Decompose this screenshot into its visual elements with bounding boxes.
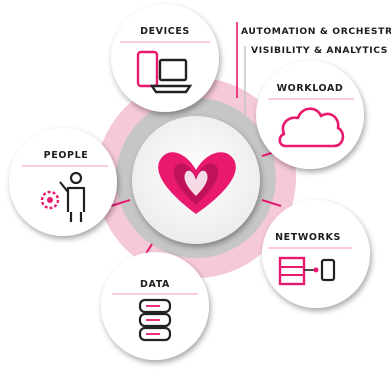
network-icon [278,256,336,286]
devices-icon [136,50,193,94]
node-devices: DEVICES [111,4,219,112]
workload-label: WORKLOAD [277,83,344,94]
visibility-label: VISIBILITY & ANALYTICS [251,45,388,56]
node-networks: NETWORKS [262,200,370,308]
devices-label: DEVICES [140,26,190,37]
person-gear-icon [40,171,86,222]
database-icon [138,298,172,342]
automation-label: AUTOMATION & ORCHESTRATION [241,26,391,37]
networks-label: NETWORKS [275,232,341,243]
data-label: DATA [140,279,170,290]
node-people: PEOPLE [9,128,117,236]
node-data: DATA [101,252,209,360]
people-label: PEOPLE [44,150,89,161]
cloud-icon [278,107,345,148]
node-workload: WORKLOAD [256,61,364,169]
logo-icon [158,152,236,214]
